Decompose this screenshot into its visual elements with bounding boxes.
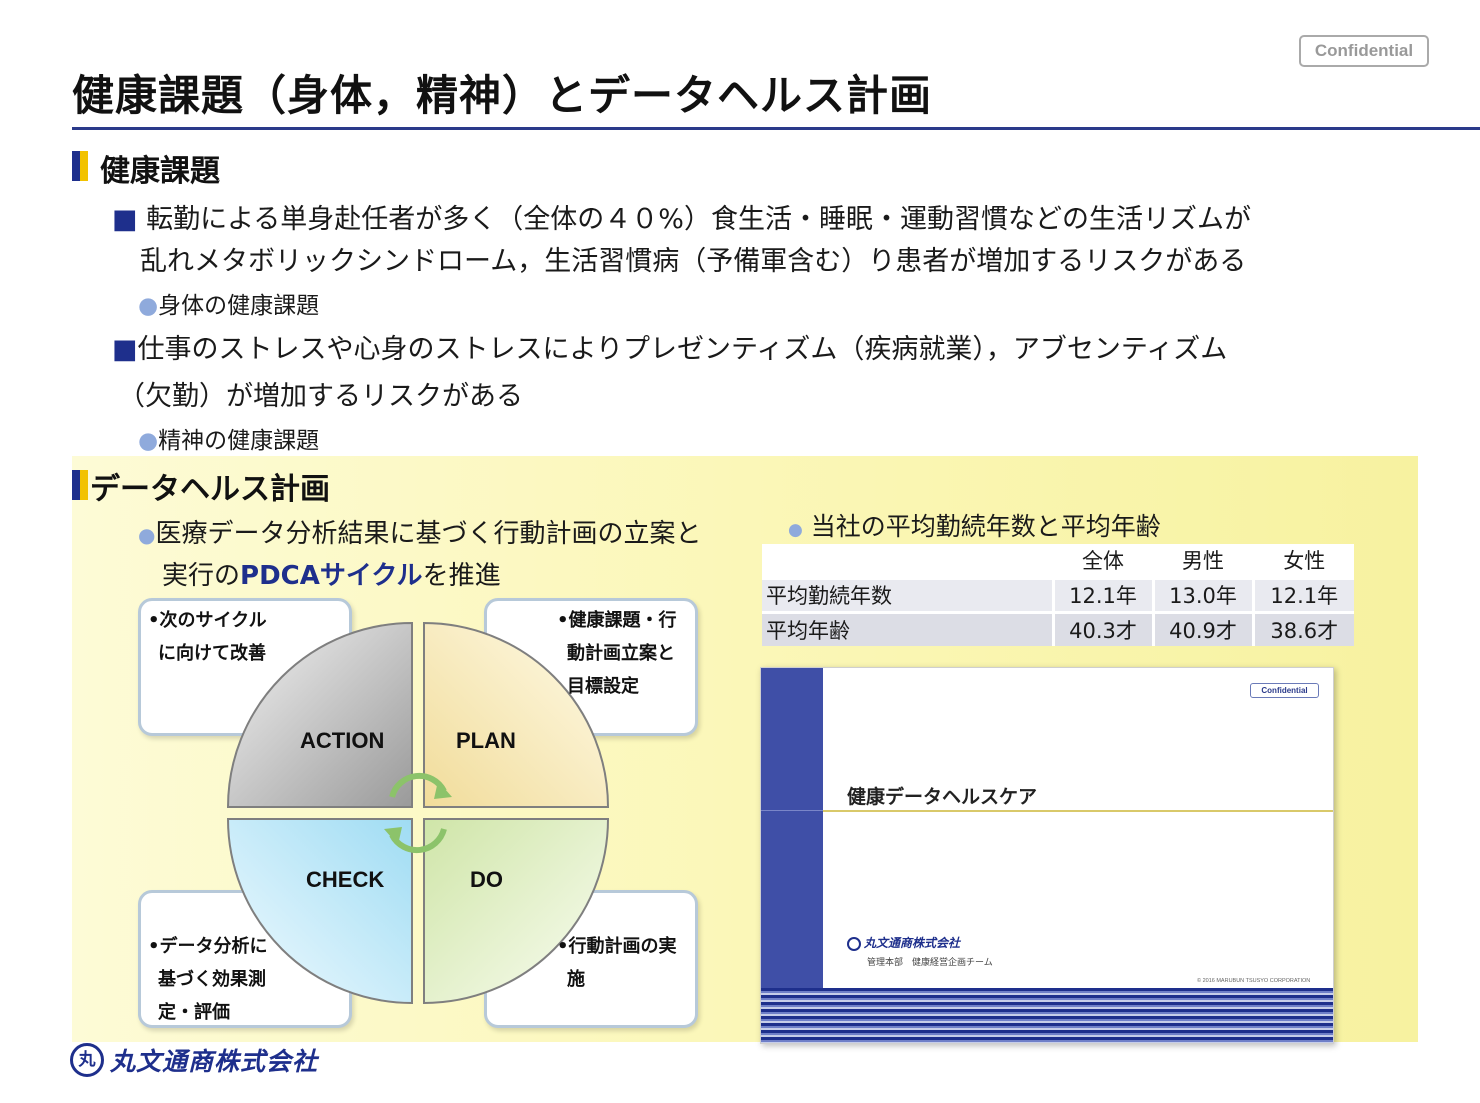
intro-line2: 実行のPDCAサイクルを推進 xyxy=(162,555,501,592)
bullet-dot-icon: ● xyxy=(138,523,156,547)
quadrant-do xyxy=(423,818,610,1005)
square-bullet-icon: ■ xyxy=(112,334,138,365)
square-bullet-icon: ■ xyxy=(112,204,138,235)
thumbnail-company-name: 丸文通商株式会社 xyxy=(864,936,961,950)
bullet-mental-risk-line1: ■仕事のストレスや心身のストレスによりプレゼンティズム（疾病就業），アブセンティ… xyxy=(112,327,1227,366)
table-cell: 13.0年 xyxy=(1151,576,1253,612)
thumbnail-copyright: © 2016 MARUBUN TSUSYO CORPORATION xyxy=(1197,978,1311,984)
table-cell: 12.1年 xyxy=(1251,576,1354,612)
intro-line2-pre: 実行の xyxy=(162,561,241,591)
pdca-box-plan-text: •健康課題・行 動計画立案と 目標設定 xyxy=(557,604,677,703)
section-heading-health-issues: 健康課題 xyxy=(100,154,220,189)
section-marker xyxy=(72,470,88,500)
company-logo-icon xyxy=(847,936,861,951)
thumbnail-side-band xyxy=(761,668,823,1043)
bullet-dot-icon: ● xyxy=(138,428,159,454)
thumbnail-confidential-badge: Confidential xyxy=(1250,683,1319,698)
pdca-box-check-text: •データ分析に 基づく効果測 定・評価 xyxy=(148,930,268,1029)
thumbnail-title: 健康データヘルスケア xyxy=(847,786,1038,808)
table-cell: 40.9才 xyxy=(1151,610,1253,646)
confidential-badge: Confidential xyxy=(1299,35,1429,67)
thumbnail-title-rule xyxy=(823,810,1333,812)
pdca-text-line: 定・評価 xyxy=(158,1002,230,1023)
arrow-head-icon xyxy=(434,781,452,799)
sub-item-mental: ●精神の健康課題 xyxy=(138,421,319,455)
pdca-label-action: ACTION xyxy=(300,728,385,753)
quadrant-check xyxy=(226,818,413,1005)
sub-item-mental-label: 精神の健康課題 xyxy=(158,428,320,454)
bullet-physical-risk-line1: ■ 転勤による単身赴任者が多く（全体の４０%）食生活・睡眠・運動習慣などの生活リ… xyxy=(112,197,1251,236)
table-cell: 12.1年 xyxy=(1051,576,1153,612)
stats-caption: ● 当社の平均勤続年数と平均年齢 xyxy=(788,507,1161,543)
pdca-label-do: DO xyxy=(470,867,503,892)
pdca-box-action-text: •次のサイクル に向けて改善 xyxy=(148,604,267,670)
table-header-cell xyxy=(762,544,1053,578)
table-row-label: 平均勤続年数 xyxy=(762,576,1053,612)
pdca-text-line: 基づく効果測 xyxy=(158,969,266,990)
table-row: 平均年齢 40.3才 40.9才 38.6才 xyxy=(762,610,1354,646)
footer-company-name: 丸文通商株式会社 xyxy=(110,1047,319,1076)
quadrant-action xyxy=(226,621,413,808)
pdca-text-line: 施 xyxy=(567,969,585,990)
intro-line1-text: 医療データ分析結果に基づく行動計画の立案と xyxy=(155,519,702,549)
pdca-label-plan: PLAN xyxy=(456,728,516,753)
intro-line2-post: を推進 xyxy=(422,561,501,591)
table-header-cell: 女性 xyxy=(1251,544,1354,578)
section-heading-data-health-plan: データヘルス計画 xyxy=(90,472,330,507)
thumbnail-stripes xyxy=(761,988,1333,1043)
pdca-cycle-diagram xyxy=(226,621,610,1005)
thumbnail-divider xyxy=(761,810,823,811)
company-logo-icon: 丸 xyxy=(70,1043,104,1077)
pdca-text-line: 目標設定 xyxy=(567,676,639,697)
thumbnail-company-logo: 丸文通商株式会社 xyxy=(847,934,960,951)
pdca-label-check: CHECK xyxy=(306,867,385,892)
intro-line1: ●医療データ分析結果に基づく行動計画の立案と xyxy=(138,513,701,550)
table-header-cell: 全体 xyxy=(1051,544,1153,578)
bullet-physical-risk-text1: 転勤による単身赴任者が多く（全体の４０%）食生活・睡眠・運動習慣などの生活リズム… xyxy=(146,204,1251,235)
page-title: 健康課題（身体，精神）とデータヘルス計画 xyxy=(72,71,933,120)
sub-item-physical: ●身体の健康課題 xyxy=(138,286,319,320)
section-marker xyxy=(72,151,88,181)
bullet-dot-icon: ● xyxy=(138,293,159,319)
arrow-head-icon xyxy=(384,827,402,845)
pdca-box-do-text: •行動計画の実 施 xyxy=(557,930,677,996)
bullet-mental-risk-line2: （欠勤）が増加するリスクがある xyxy=(118,381,523,412)
table-row: 平均勤続年数 12.1年 13.0年 12.1年 xyxy=(762,576,1354,612)
title-divider xyxy=(72,127,1480,130)
bullet-physical-risk-line2: 乱れメタボリックシンドローム，生活習慣病（予備軍含む）り患者が増加するリスクがあ… xyxy=(140,246,1247,277)
bullet-mental-risk-text1: 仕事のストレスや心身のストレスによりプレゼンティズム（疾病就業），アブセンティズ… xyxy=(137,334,1228,365)
sub-item-physical-label: 身体の健康課題 xyxy=(158,293,320,319)
pdca-text-line: •データ分析に xyxy=(148,936,268,957)
pdca-emphasis: PDCAサイクル xyxy=(240,561,423,591)
cover-slide-thumbnail: Confidential 健康データヘルスケア 丸文通商株式会社 管理本部 健康… xyxy=(760,667,1334,1044)
pdca-text-line: に向けて改善 xyxy=(158,643,266,664)
quadrant-plan xyxy=(423,621,610,808)
pdca-text-line: •健康課題・行 xyxy=(557,610,677,631)
bullet-dot-icon: ● xyxy=(788,520,803,540)
table-row-label: 平均年齢 xyxy=(762,610,1053,646)
pdca-text-line: •次のサイクル xyxy=(148,610,267,631)
stats-table: 全体 男性 女性 平均勤続年数 12.1年 13.0年 12.1年 平均年齢 4… xyxy=(762,544,1354,646)
pdca-text-line: 動計画立案と xyxy=(567,643,675,664)
stats-caption-text: 当社の平均勤続年数と平均年齢 xyxy=(810,512,1161,541)
footer-company-logo: 丸 丸文通商株式会社 xyxy=(70,1042,318,1078)
pdca-text-line: •行動計画の実 xyxy=(557,936,677,957)
thumbnail-dept: 管理本部 健康経営企画チーム xyxy=(867,958,993,968)
table-header-row: 全体 男性 女性 xyxy=(762,544,1354,578)
table-header-cell: 男性 xyxy=(1151,544,1253,578)
table-cell: 40.3才 xyxy=(1051,610,1153,646)
table-cell: 38.6才 xyxy=(1251,610,1354,646)
